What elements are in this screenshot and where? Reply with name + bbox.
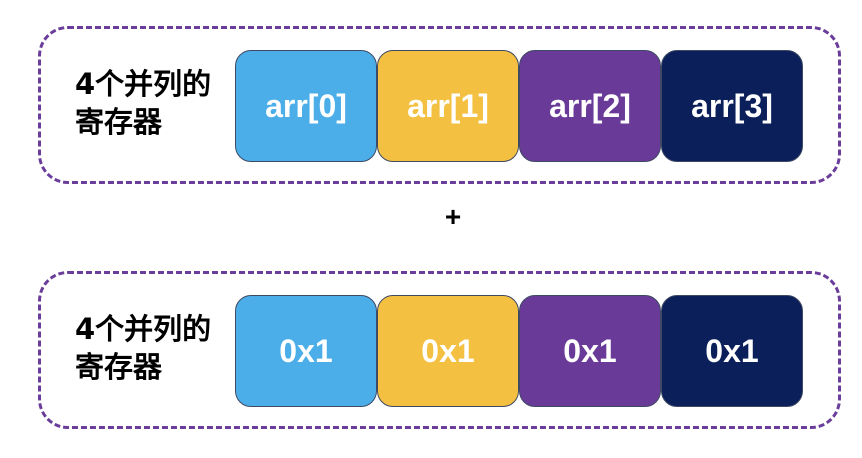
group-label-line1: 4个并列的 [75, 312, 212, 346]
group-label: 4个并列的 寄存器 [75, 310, 235, 386]
register-cell-0: 0x1 [235, 295, 377, 407]
register-cell-3: arr[3] [661, 50, 803, 162]
register-cell-2: 0x1 [519, 295, 661, 407]
register-cells: arr[0] arr[1] arr[2] arr[3] [235, 50, 803, 162]
plus-operator: + [444, 201, 462, 232]
group-label-line2: 寄存器 [75, 350, 163, 384]
register-cell-1: arr[1] [377, 50, 519, 162]
register-cell-1: 0x1 [377, 295, 519, 407]
group-label: 4个并列的 寄存器 [75, 65, 235, 141]
register-group-bottom: 4个并列的 寄存器 0x1 0x1 0x1 0x1 [38, 271, 841, 429]
register-cells: 0x1 0x1 0x1 0x1 [235, 295, 803, 407]
register-group-top: 4个并列的 寄存器 arr[0] arr[1] arr[2] arr[3] [38, 26, 841, 184]
register-cell-2: arr[2] [519, 50, 661, 162]
register-cell-0: arr[0] [235, 50, 377, 162]
group-label-line2: 寄存器 [75, 105, 163, 139]
register-cell-3: 0x1 [661, 295, 803, 407]
group-label-line1: 4个并列的 [75, 67, 212, 101]
